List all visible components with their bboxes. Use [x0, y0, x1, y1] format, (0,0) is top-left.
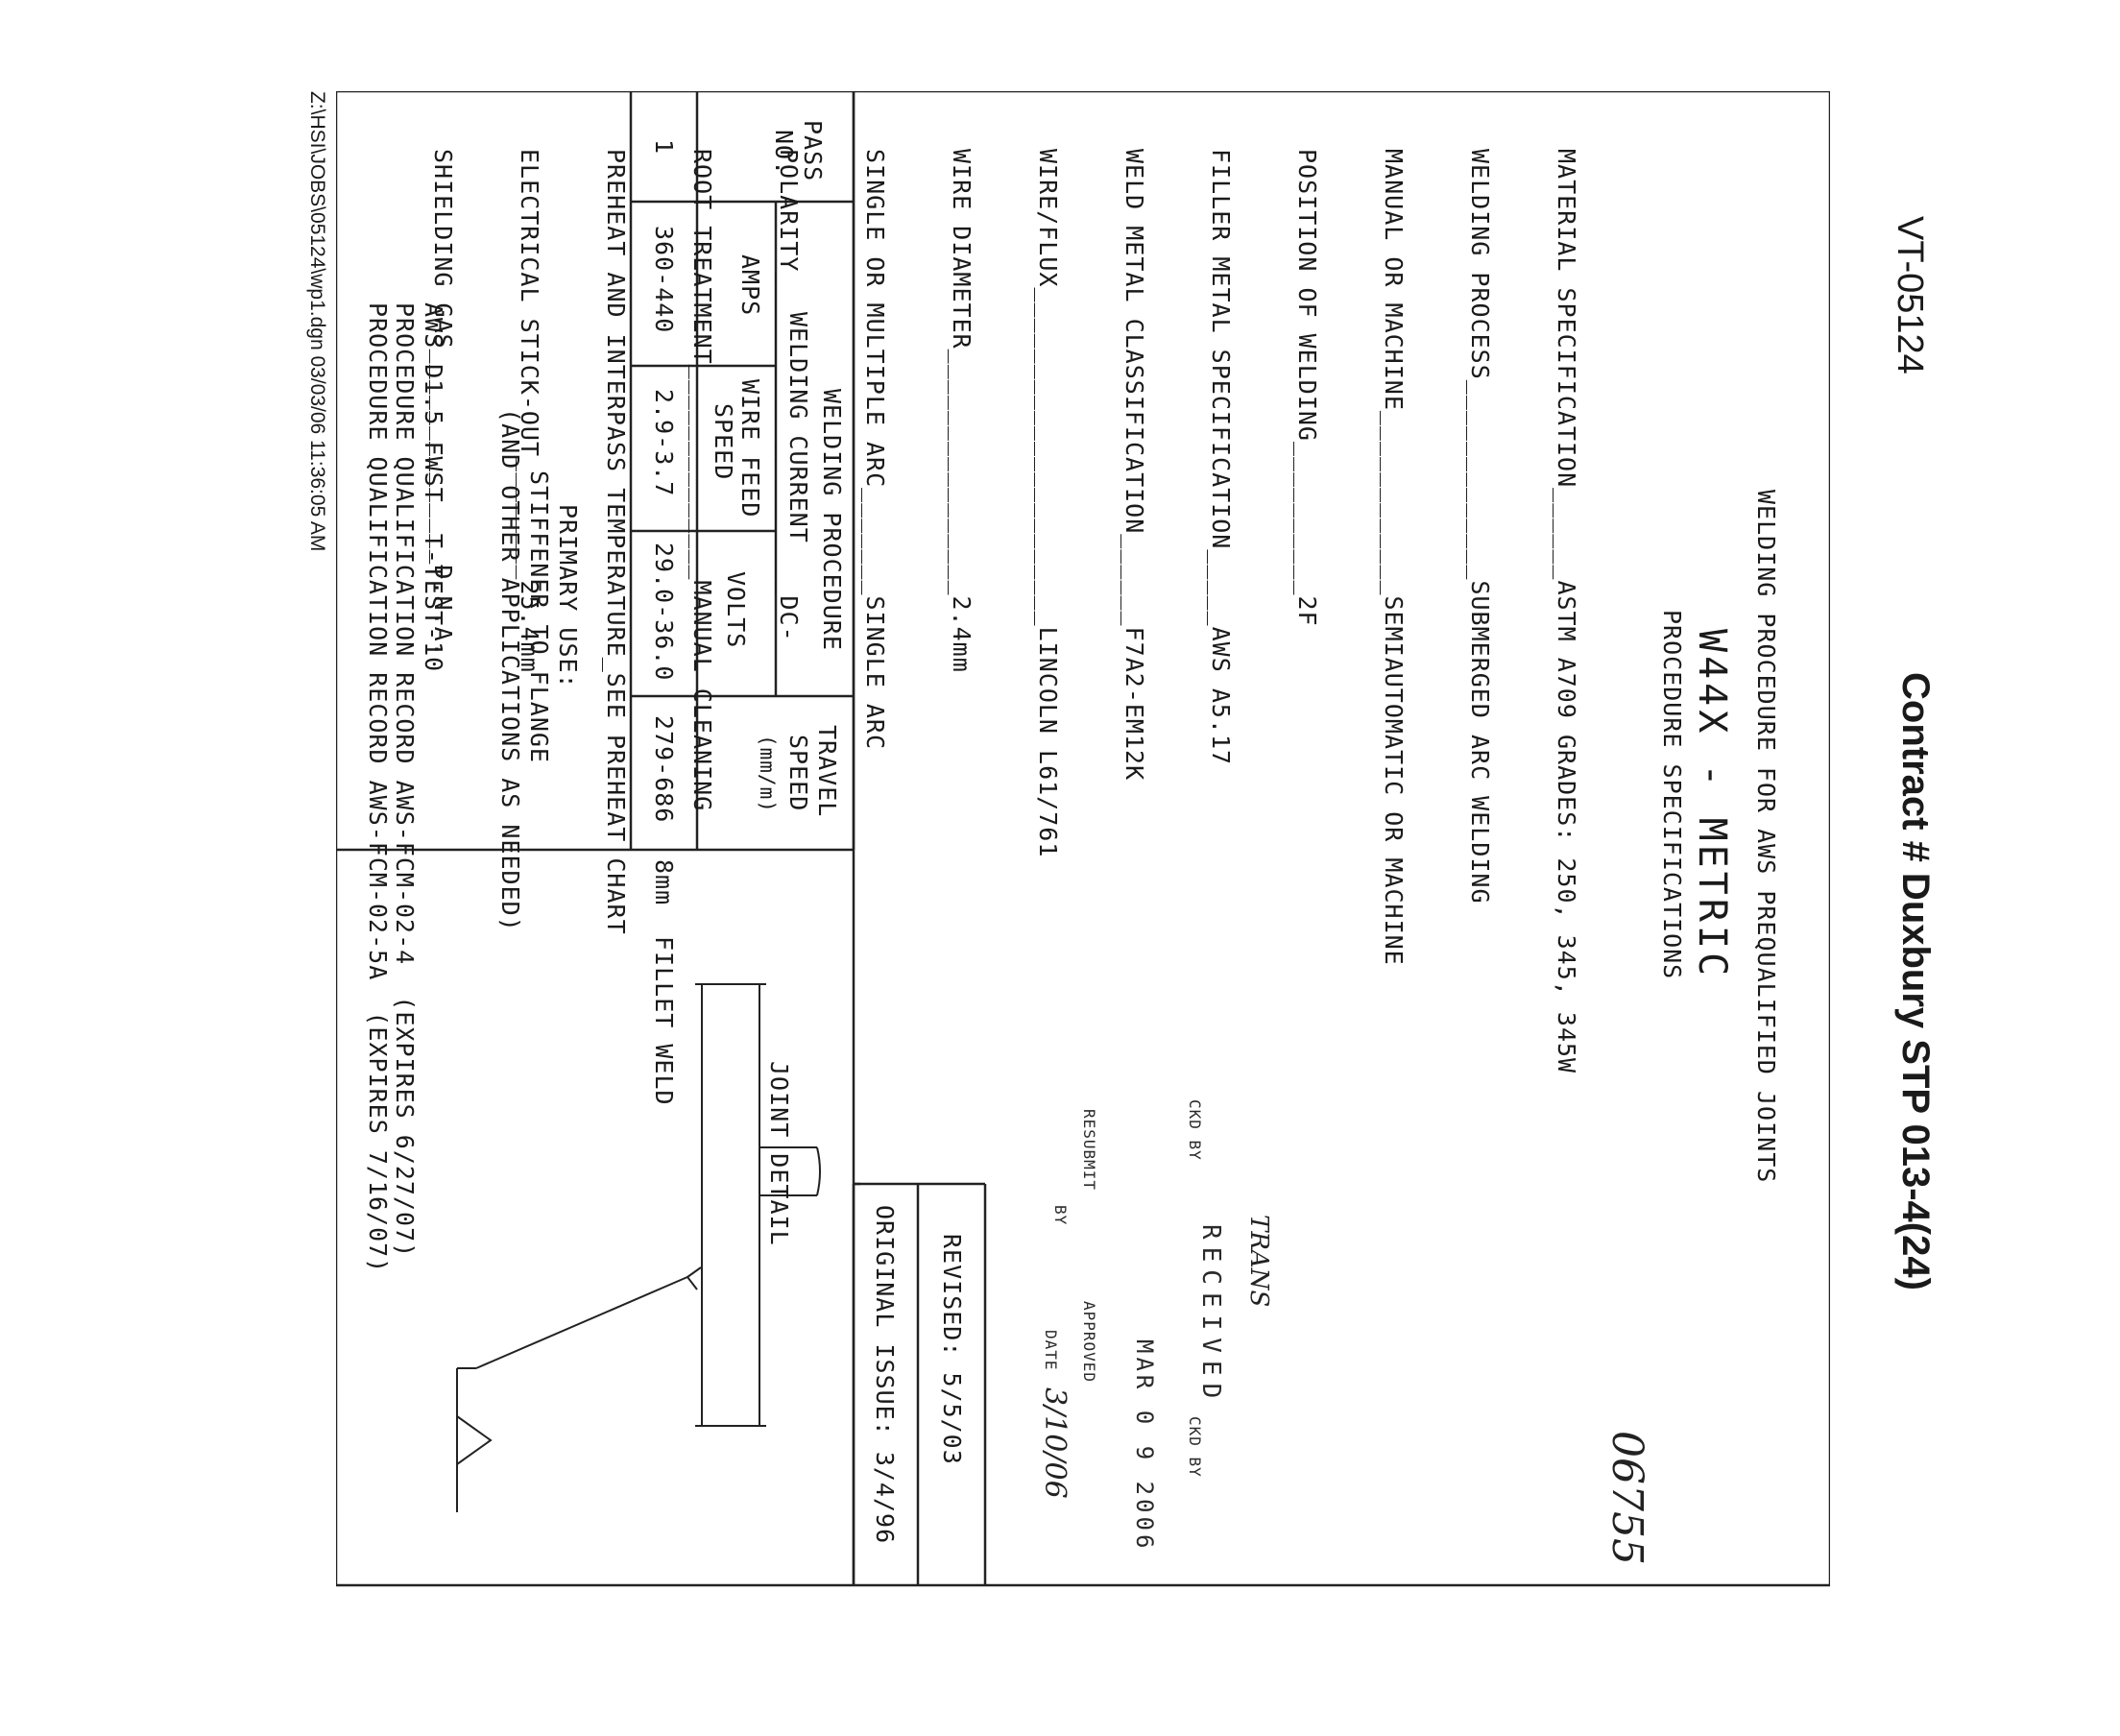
col-travel-speed: SPEED — [784, 735, 812, 812]
col-wire-feed: WIRE FEED — [736, 379, 764, 518]
spec-row: SINGLE OR MULTIPLE ARC_______SINGLE ARC — [861, 149, 889, 751]
handwritten-number-wrap: 06755 — [1602, 1431, 1671, 1603]
document-id: VT-05124 — [1890, 216, 1930, 374]
col-travel: TRAVEL — [813, 725, 841, 818]
outer-border — [336, 91, 1830, 1587]
no-header: NO. — [770, 130, 798, 177]
stamp-ckd-by: CKD BY — [1186, 1099, 1204, 1161]
pqr-1: PROCEDURE QUALIFICATION RECORD AWS-FCM-0… — [391, 302, 419, 1259]
joint-sketch — [456, 983, 821, 1512]
spec-row: WIRE/FLUX______________________LINCOLN L… — [1034, 149, 1062, 858]
spec-row: POSITION OF WELDING__________2F — [1293, 149, 1321, 627]
col-volts: VOLTS — [722, 571, 750, 649]
col-amps: AMPS — [736, 254, 764, 317]
title: WELDING PROCEDURE FOR AWS PREQUALIFIED J… — [1752, 490, 1780, 1184]
primary-use-1: STIFFENER TO FLANGE — [525, 470, 553, 763]
stamp-date-label: DATE — [1042, 1330, 1060, 1371]
file-path-wrap: Z:\HSI\JOBS\05124\wp1.dgn 03/03/06 11:36… — [303, 91, 332, 763]
stamp-approved: APPROVED — [1080, 1301, 1098, 1384]
spec-row: WIRE DIAMETER________________2.4mm — [948, 149, 976, 673]
spec-row: PREHEAT AND INTERPASS TEMPERATURE_SEE PR… — [602, 149, 630, 935]
spec-row: MATERIAL SPECIFICATION______ASTM A709 GR… — [1553, 149, 1580, 1074]
contract-wrap: Contract # Duxbury STP 013-4(24) — [1894, 672, 1954, 1344]
primary-use-heading: PRIMARY USE: — [554, 504, 582, 689]
pass-header: PASS — [799, 120, 827, 182]
drawing-sheet: WELDING PROCEDURE FOR AWS PREQUALIFIED J… — [336, 91, 1830, 1589]
procedure-code: W44X - METRIC — [1690, 629, 1734, 980]
row-amps: 360-440 — [650, 226, 678, 334]
col-travel-units: (mm/m) — [756, 735, 779, 813]
stamp-received: RECEIVED — [1196, 1224, 1225, 1407]
primary-use-2: (AND OTHER APPLICATIONS AS NEEDED) — [496, 408, 524, 932]
row-volts: 29.0-36.0 — [650, 542, 678, 682]
spec-row: ROOT TREATMENT______________MANUAL CLEAN… — [688, 149, 716, 812]
handwritten-number: 06755 — [1602, 1431, 1651, 1565]
welding-procedure-heading: WELDING PROCEDURE — [818, 389, 846, 651]
row-wfs: 2.9-3.7 — [650, 389, 678, 497]
spec-row: POLARITY_____________________DC- — [775, 149, 803, 642]
row-travel: 279-686 — [650, 715, 678, 824]
pqr-2: PROCEDURE QUALIFICATION RECORD AWS-FCM-0… — [364, 302, 392, 1274]
revised-date: REVISED: 5/5/03 — [938, 1234, 966, 1465]
stamp-date: MAR 0 9 2006 — [1131, 1339, 1158, 1553]
frame-lines — [336, 91, 1830, 1587]
spec-row: MANUAL OR MACHINE____________SEMIAUTOMAT… — [1380, 149, 1408, 966]
stamp-resubmit: RESUBMIT — [1080, 1109, 1098, 1192]
contract-number: Contract # Duxbury STP 013-4(24) — [1894, 672, 1937, 1290]
spec-row: WELD METAL CLASSIFICATION______F7A2-EM12… — [1120, 149, 1148, 782]
col-wire-speed: SPEED — [710, 403, 737, 481]
document-id-wrap: VT-05124 — [1890, 216, 1949, 408]
weld-type: FILLET WELD — [650, 936, 678, 1106]
stamp-ckd-by-2: CKD BY — [1186, 1416, 1204, 1478]
spec-row: WELDING PROCESS_____________SUBMERGED AR… — [1466, 149, 1494, 904]
stamp-by: BY — [1051, 1205, 1070, 1226]
stamp-trans: TRANS — [1244, 1215, 1273, 1308]
original-issue: ORIGINAL ISSUE: 3/4/96 — [871, 1205, 899, 1545]
weld-size: 8mm — [650, 859, 678, 906]
row-pass: 1 — [650, 139, 678, 156]
welding-current-header: WELDING CURRENT — [784, 312, 812, 543]
aws-ref: AWS D1.5 FWST T-TEST-10 — [420, 302, 447, 673]
stamp-date-hand: 3/10/06 — [1038, 1387, 1072, 1499]
joint-detail: JOINT DETAIL — [765, 1061, 793, 1246]
file-path: Z:\HSI\JOBS\05124\wp1.dgn 03/03/06 11:36… — [306, 91, 328, 552]
spec-heading: PROCEDURE SPECIFICATIONS — [1658, 610, 1686, 980]
spec-row: FILLER METAL SPECIFICATION_____AWS A5.17 — [1207, 149, 1235, 766]
rotated-content: WELDING PROCEDURE FOR AWS PREQUALIFIED J… — [336, 91, 1830, 1589]
